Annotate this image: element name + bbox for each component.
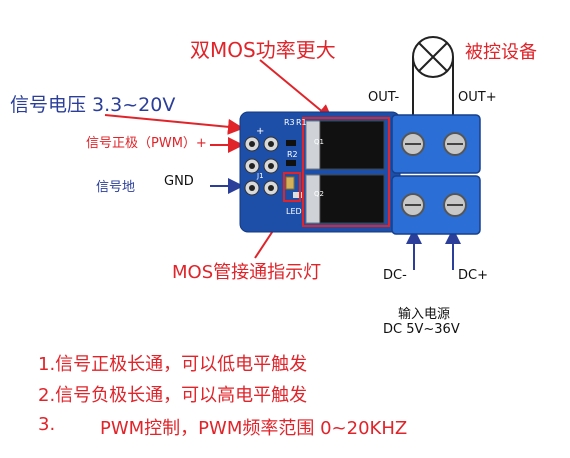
silk-led: LED: [286, 207, 302, 216]
controlled-device-label: 被控设备: [465, 42, 537, 63]
signal-voltage-label: 信号电压 3.3~20V: [10, 94, 176, 116]
silk-j1: J1: [257, 172, 264, 180]
dc-arrows: [406, 228, 461, 270]
gnd-label: GND: [164, 174, 194, 189]
note-1: 1.信号正极长通，可以低电平触发: [38, 354, 308, 375]
silk-r1: R1: [296, 118, 307, 127]
out-plus-label: OUT+: [458, 90, 497, 105]
dc-minus-label: DC-: [383, 268, 407, 283]
dual-mos-label: 双MOS功率更大: [190, 38, 336, 62]
signal-ground-label: 信号地: [96, 180, 136, 195]
silk-r2: R2: [287, 150, 298, 159]
dc-plus-label: DC+: [458, 268, 488, 283]
silk-r3: R3: [284, 118, 295, 127]
note-3-text: PWM控制，PWM频率范围 0~20KHZ: [100, 418, 408, 439]
note-3-number: 3.: [38, 414, 56, 435]
input-power-label: 输入电源: [398, 307, 451, 322]
silk-q2: Q2: [314, 190, 324, 198]
pcb-board: [239, 111, 401, 233]
silk-q1: Q1: [314, 138, 324, 146]
lamp-icon: [412, 36, 454, 115]
silk-plus: +: [256, 126, 265, 137]
out-minus-label: OUT-: [368, 90, 400, 105]
mos-indicator-label: MOS管接通指示灯: [172, 262, 322, 283]
signal-positive-label: 信号正极（PWM）+: [86, 136, 207, 151]
note-2: 2.信号负极长通，可以高电平触发: [38, 385, 308, 406]
terminal-blocks: [391, 114, 481, 235]
dc-range-label: DC 5V~36V: [383, 322, 460, 337]
